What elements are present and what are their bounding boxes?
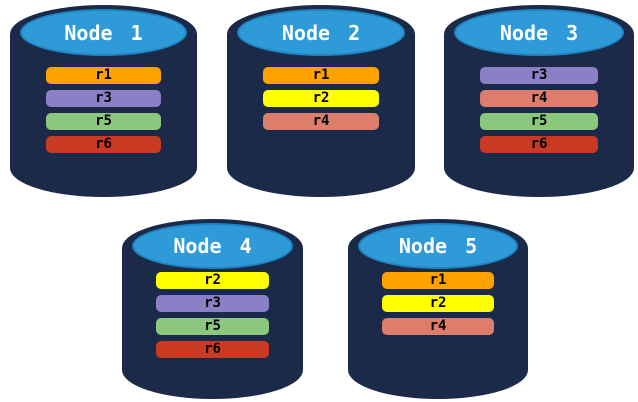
replica-bar: r4 bbox=[382, 318, 494, 335]
replica-bar: r5 bbox=[480, 113, 598, 130]
replica-label: r4 bbox=[312, 113, 330, 129]
replica-label: r2 bbox=[312, 90, 330, 106]
node-label: Node 5 bbox=[398, 234, 478, 258]
replica-bar: r6 bbox=[156, 341, 269, 358]
node-cylinder: Node 3 r3 r4 r5 r6 bbox=[444, 5, 634, 197]
replica-list: r1 r3 r5 r6 bbox=[10, 67, 197, 153]
replica-label: r5 bbox=[95, 113, 112, 129]
replica-label: r3 bbox=[95, 90, 112, 106]
replica-bar: r6 bbox=[480, 136, 598, 153]
cylinder-top-ellipse: Node 3 bbox=[454, 9, 624, 56]
replica-bar: r1 bbox=[382, 272, 494, 289]
node-cylinder: Node 5 r1 r2 r4 bbox=[348, 219, 528, 399]
replica-bar: r3 bbox=[480, 67, 598, 84]
replica-bar: r5 bbox=[45, 113, 162, 130]
replica-label: r1 bbox=[95, 67, 112, 83]
node-cylinder: Node 4 r2 r3 r5 r6 bbox=[122, 219, 303, 399]
cylinder-top-ellipse: Node 5 bbox=[358, 223, 518, 269]
node-label: Node 2 bbox=[281, 20, 361, 45]
replica-bar: r4 bbox=[480, 90, 598, 107]
replica-label: r5 bbox=[530, 113, 548, 129]
node-cylinder: Node 2 r1 r2 r4 bbox=[227, 5, 415, 197]
replica-list: r1 r2 r4 bbox=[348, 272, 528, 335]
cylinder-top-ellipse: Node 4 bbox=[132, 223, 293, 269]
replica-bar: r1 bbox=[262, 67, 380, 84]
replica-label: r1 bbox=[429, 272, 447, 288]
replica-label: r2 bbox=[429, 295, 447, 311]
replica-label: r6 bbox=[204, 341, 221, 357]
replica-bar: r3 bbox=[156, 295, 269, 312]
replica-bar: r2 bbox=[382, 295, 494, 312]
replica-label: r6 bbox=[530, 136, 548, 152]
replica-bar: r4 bbox=[262, 113, 380, 130]
replica-bar: r6 bbox=[45, 136, 162, 153]
replica-label: r4 bbox=[530, 90, 548, 106]
replica-bar: r2 bbox=[156, 272, 269, 289]
node-label: Node 3 bbox=[499, 20, 579, 45]
node-label: Node 1 bbox=[64, 20, 143, 45]
replica-list: r3 r4 r5 r6 bbox=[444, 67, 634, 153]
node-label: Node 4 bbox=[173, 234, 252, 258]
replica-bar: r1 bbox=[45, 67, 162, 84]
replica-label: r1 bbox=[312, 67, 330, 83]
node-cylinder: Node 1 r1 r3 r5 r6 bbox=[10, 5, 197, 197]
cylinder-top-ellipse: Node 1 bbox=[20, 9, 187, 56]
replica-bar: r5 bbox=[156, 318, 269, 335]
replica-label: r2 bbox=[204, 272, 221, 288]
replica-label: r4 bbox=[429, 318, 447, 334]
replica-list: r1 r2 r4 bbox=[227, 67, 415, 130]
replica-bar: r3 bbox=[45, 90, 162, 107]
replica-label: r3 bbox=[530, 67, 548, 83]
replica-list: r2 r3 r5 r6 bbox=[122, 272, 303, 358]
replica-bar: r2 bbox=[262, 90, 380, 107]
replica-label: r5 bbox=[204, 318, 221, 334]
cylinder-top-ellipse: Node 2 bbox=[237, 9, 405, 56]
replica-label: r6 bbox=[95, 136, 112, 152]
replica-label: r3 bbox=[204, 295, 221, 311]
